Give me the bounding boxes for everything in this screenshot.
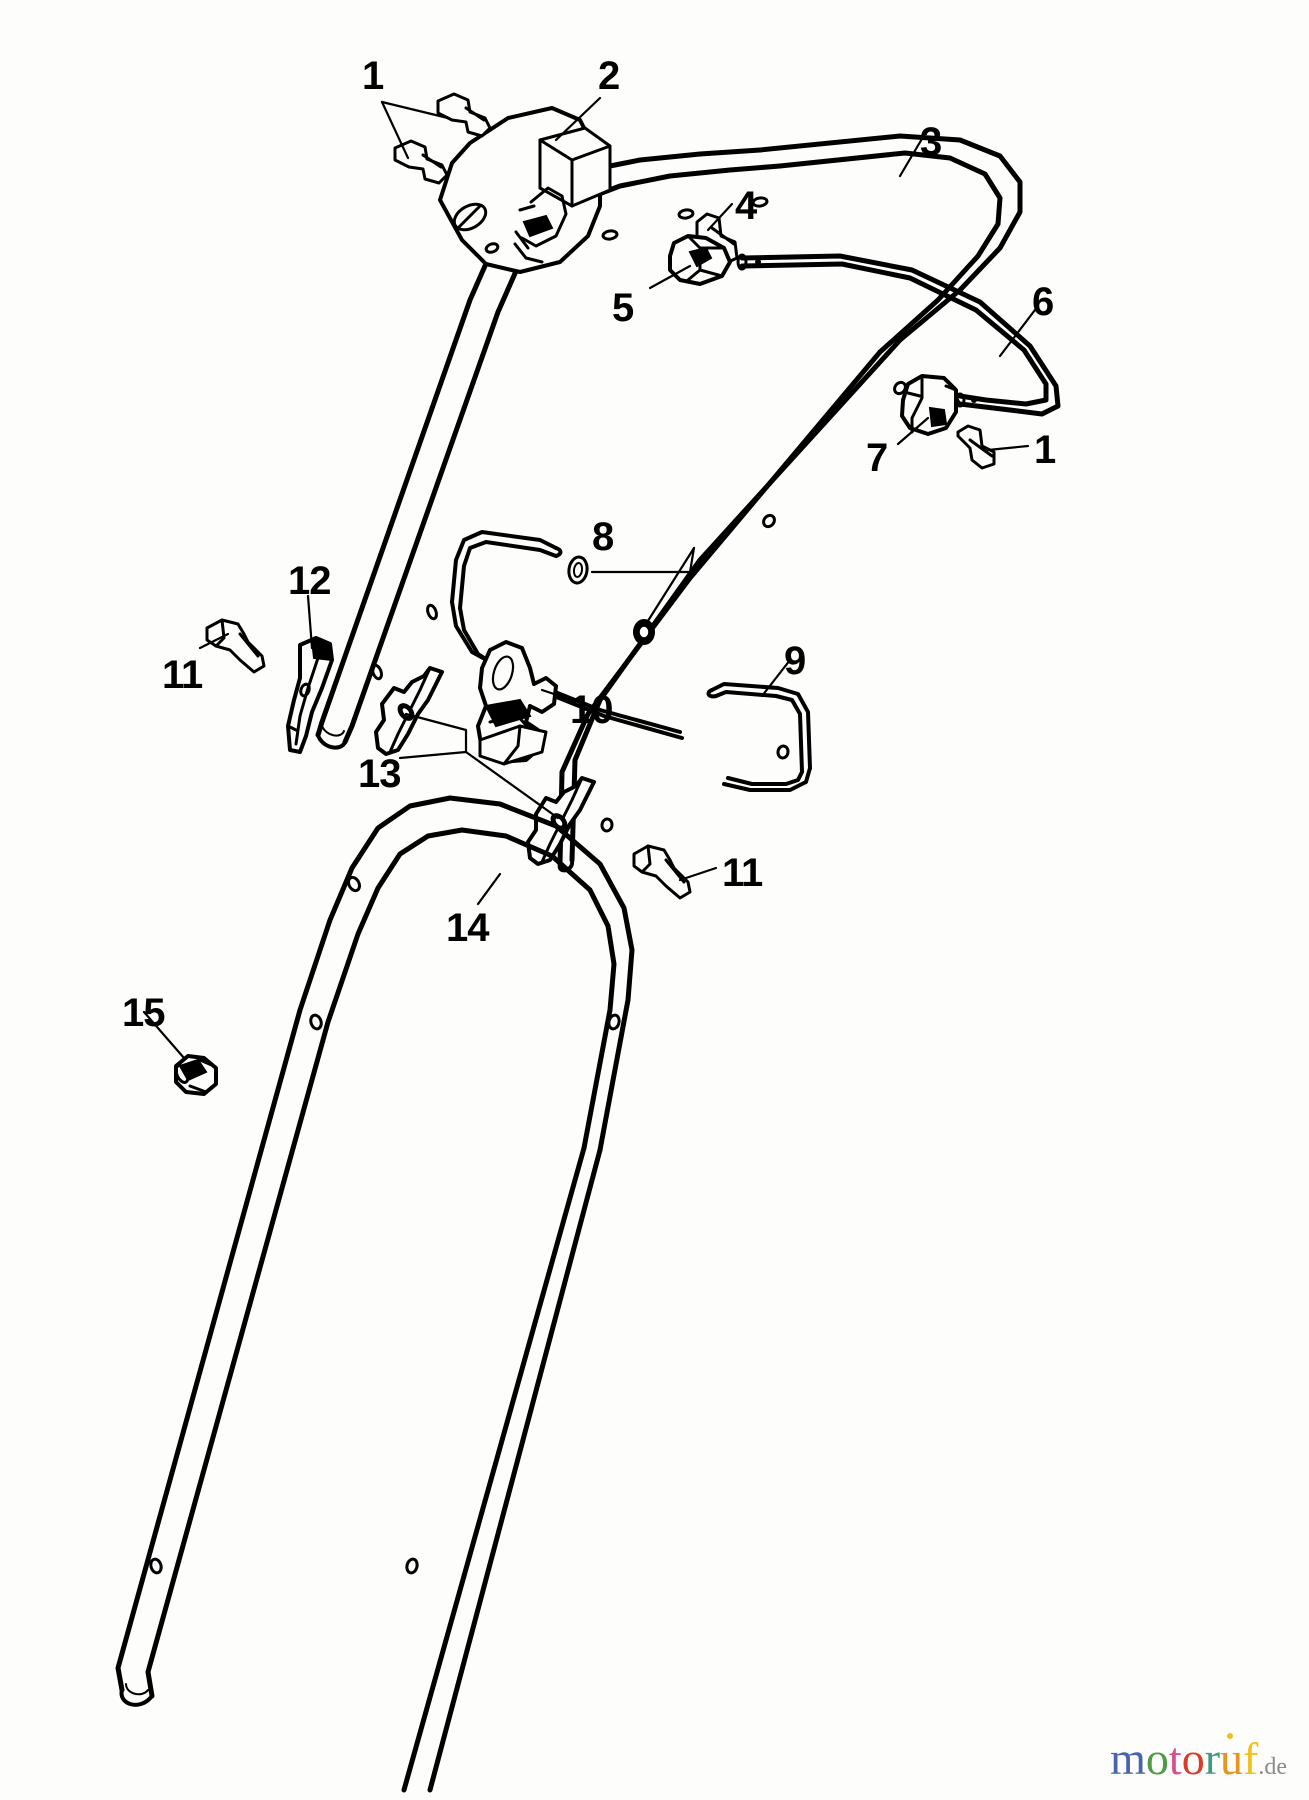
bolt-upper-2-graphic <box>393 139 449 185</box>
lower-wire-bail-graphic <box>706 682 812 792</box>
logo-letter-o1: o <box>1145 1733 1169 1784</box>
callout-label-4: 4 <box>735 184 757 228</box>
cable-retainer-10-graphic <box>476 640 558 766</box>
logo-dot-accent <box>1227 1733 1233 1739</box>
callout-label-9: 9 <box>784 639 806 683</box>
washer-8-graphic <box>567 555 589 585</box>
cable-guide-bracket-12-graphic <box>286 636 334 754</box>
leader-lines <box>142 96 1040 1060</box>
motoruf-logo: motoruf.de <box>1110 1733 1287 1784</box>
callout-label-10: 10 <box>570 688 613 732</box>
cable-clamp-7-graphic <box>900 374 958 436</box>
callout-label-11-left: 11 <box>162 653 203 697</box>
callout-label-13: 13 <box>358 752 401 796</box>
logo-letter-m: m <box>1110 1733 1146 1784</box>
lower-handle-frame-14-graphic <box>115 795 635 1793</box>
callout-label-3: 3 <box>920 120 942 164</box>
callout-label-2: 2 <box>598 54 620 98</box>
logo-suffix-de: .de <box>1258 1754 1287 1780</box>
bolt-upper-1-graphic <box>436 92 492 138</box>
knob-bolt-11-left-graphic <box>205 618 266 674</box>
handle-clamp-13-upper-graphic <box>374 666 444 756</box>
logo-letter-u: u <box>1220 1733 1244 1784</box>
knob-bolt-11-right-graphic <box>632 844 692 900</box>
callout-label-8: 8 <box>592 515 614 559</box>
callout-label-12: 12 <box>288 559 331 603</box>
bolt-right-1-graphic <box>956 424 996 470</box>
callout-label-5: 5 <box>612 286 634 330</box>
callout-label-1-upper: 1 <box>362 54 384 98</box>
handle-clamp-13-lower-graphic <box>526 776 596 866</box>
nut-8-graphic <box>633 619 655 645</box>
callout-label-1-right: 1 <box>1034 428 1056 472</box>
logo-letter-f: f <box>1243 1733 1259 1784</box>
logo-letter-t: t <box>1168 1733 1182 1784</box>
callout-label-6: 6 <box>1032 280 1054 324</box>
logo-letter-r: r <box>1204 1733 1221 1784</box>
control-bail-6-graphic <box>736 253 1061 417</box>
switch-box-graphic <box>438 106 612 274</box>
end-cap-15-graphic <box>174 1054 218 1096</box>
cable-clamp-5-graphic <box>668 234 732 286</box>
callout-label-15: 15 <box>122 991 165 1035</box>
upper-handle-bar-graphic <box>315 133 1023 873</box>
logo-letter-o2: o <box>1181 1733 1205 1784</box>
callout-label-11-right: 11 <box>722 851 763 895</box>
callout-label-7: 7 <box>866 436 888 480</box>
callout-label-14: 14 <box>446 906 489 950</box>
